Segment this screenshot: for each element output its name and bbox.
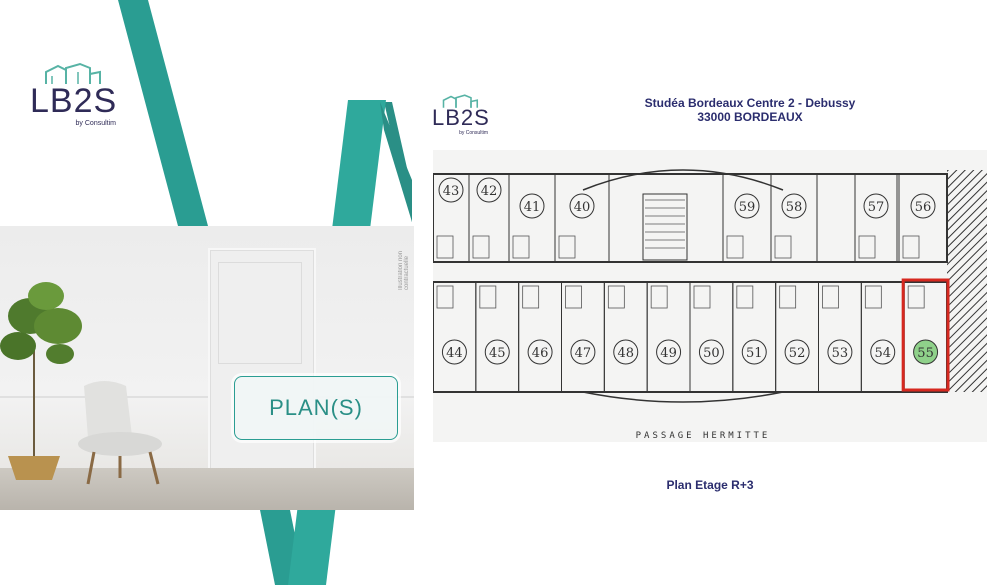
unit-number-circle	[519, 193, 545, 219]
bathroom-fixture	[864, 285, 882, 309]
logo-wordmark-small: LB2S	[432, 105, 490, 130]
unit-number-circle	[863, 193, 889, 219]
unit-number-circle	[698, 339, 724, 365]
plant-icon	[0, 282, 82, 480]
bathroom-fixture	[774, 235, 792, 259]
bathroom-fixture	[726, 235, 744, 259]
residence-header: Studéa Bordeaux Centre 2 - Debussy 33000…	[600, 96, 900, 124]
residence-city: 33000 BORDEAUX	[697, 110, 803, 124]
buildings-icon	[442, 94, 479, 108]
bathroom-fixture	[607, 285, 625, 309]
bathroom-fixture	[858, 235, 876, 259]
bottom-room	[475, 281, 520, 393]
unit-number-label: 47	[575, 346, 592, 361]
bottom-room	[561, 281, 605, 393]
interior-photo	[0, 226, 414, 510]
unit-number-label: 55	[917, 346, 934, 361]
bathroom-fixture	[472, 235, 490, 259]
brand-logo: LB2S by Consultim	[30, 62, 120, 127]
unit-number-label: 52	[789, 346, 806, 361]
unit-number-circle	[613, 339, 639, 365]
bathroom-fixture	[736, 285, 754, 309]
unit-number-label: 48	[617, 346, 634, 361]
unit-number-label: 43	[443, 184, 460, 199]
unit-number-circle	[741, 339, 767, 365]
unit-number-label: 45	[489, 346, 506, 361]
bathroom-fixture	[693, 285, 711, 309]
bottom-room	[903, 281, 948, 393]
brand-logo-small: LB2S by Consultim	[432, 94, 490, 136]
bottom-room	[860, 281, 905, 393]
bottom-room	[646, 281, 691, 393]
photo-credit: Illustration non contractuelle	[398, 250, 410, 290]
bathroom-fixture	[902, 235, 920, 259]
bathroom-fixture	[436, 235, 454, 259]
top-room	[554, 173, 610, 263]
unit-number-circle	[827, 339, 853, 365]
unit-number-label: 49	[660, 346, 677, 361]
highlighted-unit-outline	[901, 278, 950, 392]
unit-number-label: 59	[739, 200, 756, 215]
plan-caption: Plan Etage R+3	[666, 478, 754, 492]
unit-number-label: 57	[868, 200, 885, 215]
buildings-icon	[45, 62, 101, 84]
plans-badge[interactable]: PLAN(S)	[234, 376, 398, 440]
unit-number-label: 50	[703, 346, 720, 361]
armchair-icon	[78, 381, 162, 485]
unit-number-circle	[569, 193, 595, 219]
unit-number-circle	[913, 339, 939, 365]
unit-number-label: 51	[746, 346, 763, 361]
bathroom-fixture	[479, 285, 497, 309]
bottom-room	[433, 281, 477, 393]
bathroom-fixture	[822, 285, 839, 309]
bottom-room	[603, 281, 648, 393]
logo-wordmark: LB2S	[30, 82, 118, 120]
unit-number-label: 56	[915, 200, 932, 215]
bathroom-fixture	[565, 285, 582, 309]
unit-number-label: 41	[524, 200, 541, 215]
bottom-room	[775, 281, 819, 393]
bathroom-fixture	[779, 285, 797, 309]
unit-number-circle	[438, 177, 464, 203]
unit-number-circle	[734, 193, 760, 219]
unit-number-label: 44	[446, 346, 463, 361]
top-room	[854, 173, 898, 263]
bathroom-fixture	[436, 285, 454, 309]
logo-byline-small: by Consultim	[459, 130, 488, 136]
unit-number-label: 42	[481, 184, 498, 199]
unit-number-circle	[910, 193, 936, 219]
bottom-room	[732, 281, 777, 393]
top-room	[770, 173, 818, 263]
bottom-room	[518, 281, 562, 393]
unit-number-label: 58	[786, 200, 803, 215]
unit-number-circle	[476, 177, 502, 203]
unit-number-label: 46	[532, 346, 549, 361]
unit-number-circle	[570, 339, 596, 365]
top-room	[898, 173, 948, 263]
bottom-room	[689, 281, 734, 393]
unit-number-circle	[656, 339, 682, 365]
unit-number-circle	[441, 339, 467, 365]
bathroom-fixture	[558, 235, 576, 259]
unit-number-circle	[527, 339, 553, 365]
bathroom-fixture	[907, 285, 925, 309]
unit-number-circle	[870, 339, 896, 365]
logo-byline: by Consultim	[75, 120, 116, 127]
unit-number-circle	[784, 339, 810, 365]
bathroom-fixture	[512, 235, 530, 259]
unit-number-circle	[781, 193, 807, 219]
residence-name: Studéa Bordeaux Centre 2 - Debussy	[644, 96, 856, 110]
unit-number-label: 40	[574, 200, 591, 215]
unit-number-circle	[484, 339, 510, 365]
bathroom-fixture	[650, 285, 668, 309]
floor-plan: 43 42 41 40 59 58 57 56 44 45 46 47 48 49 50 51 52 53 54 5…	[433, 150, 987, 442]
bathroom-fixture	[522, 285, 540, 309]
wood-floor	[0, 468, 414, 510]
street-label: PASSAGE HERMITTE	[636, 431, 771, 441]
bottom-room	[818, 281, 862, 393]
unit-number-label: 54	[874, 346, 891, 361]
unit-number-label: 53	[832, 346, 849, 361]
floor-plan-drawing: 43 42 41 40 59 58 57 56 44 45 46 47 48 49 50 51 52 53 54 5…	[433, 169, 987, 441]
